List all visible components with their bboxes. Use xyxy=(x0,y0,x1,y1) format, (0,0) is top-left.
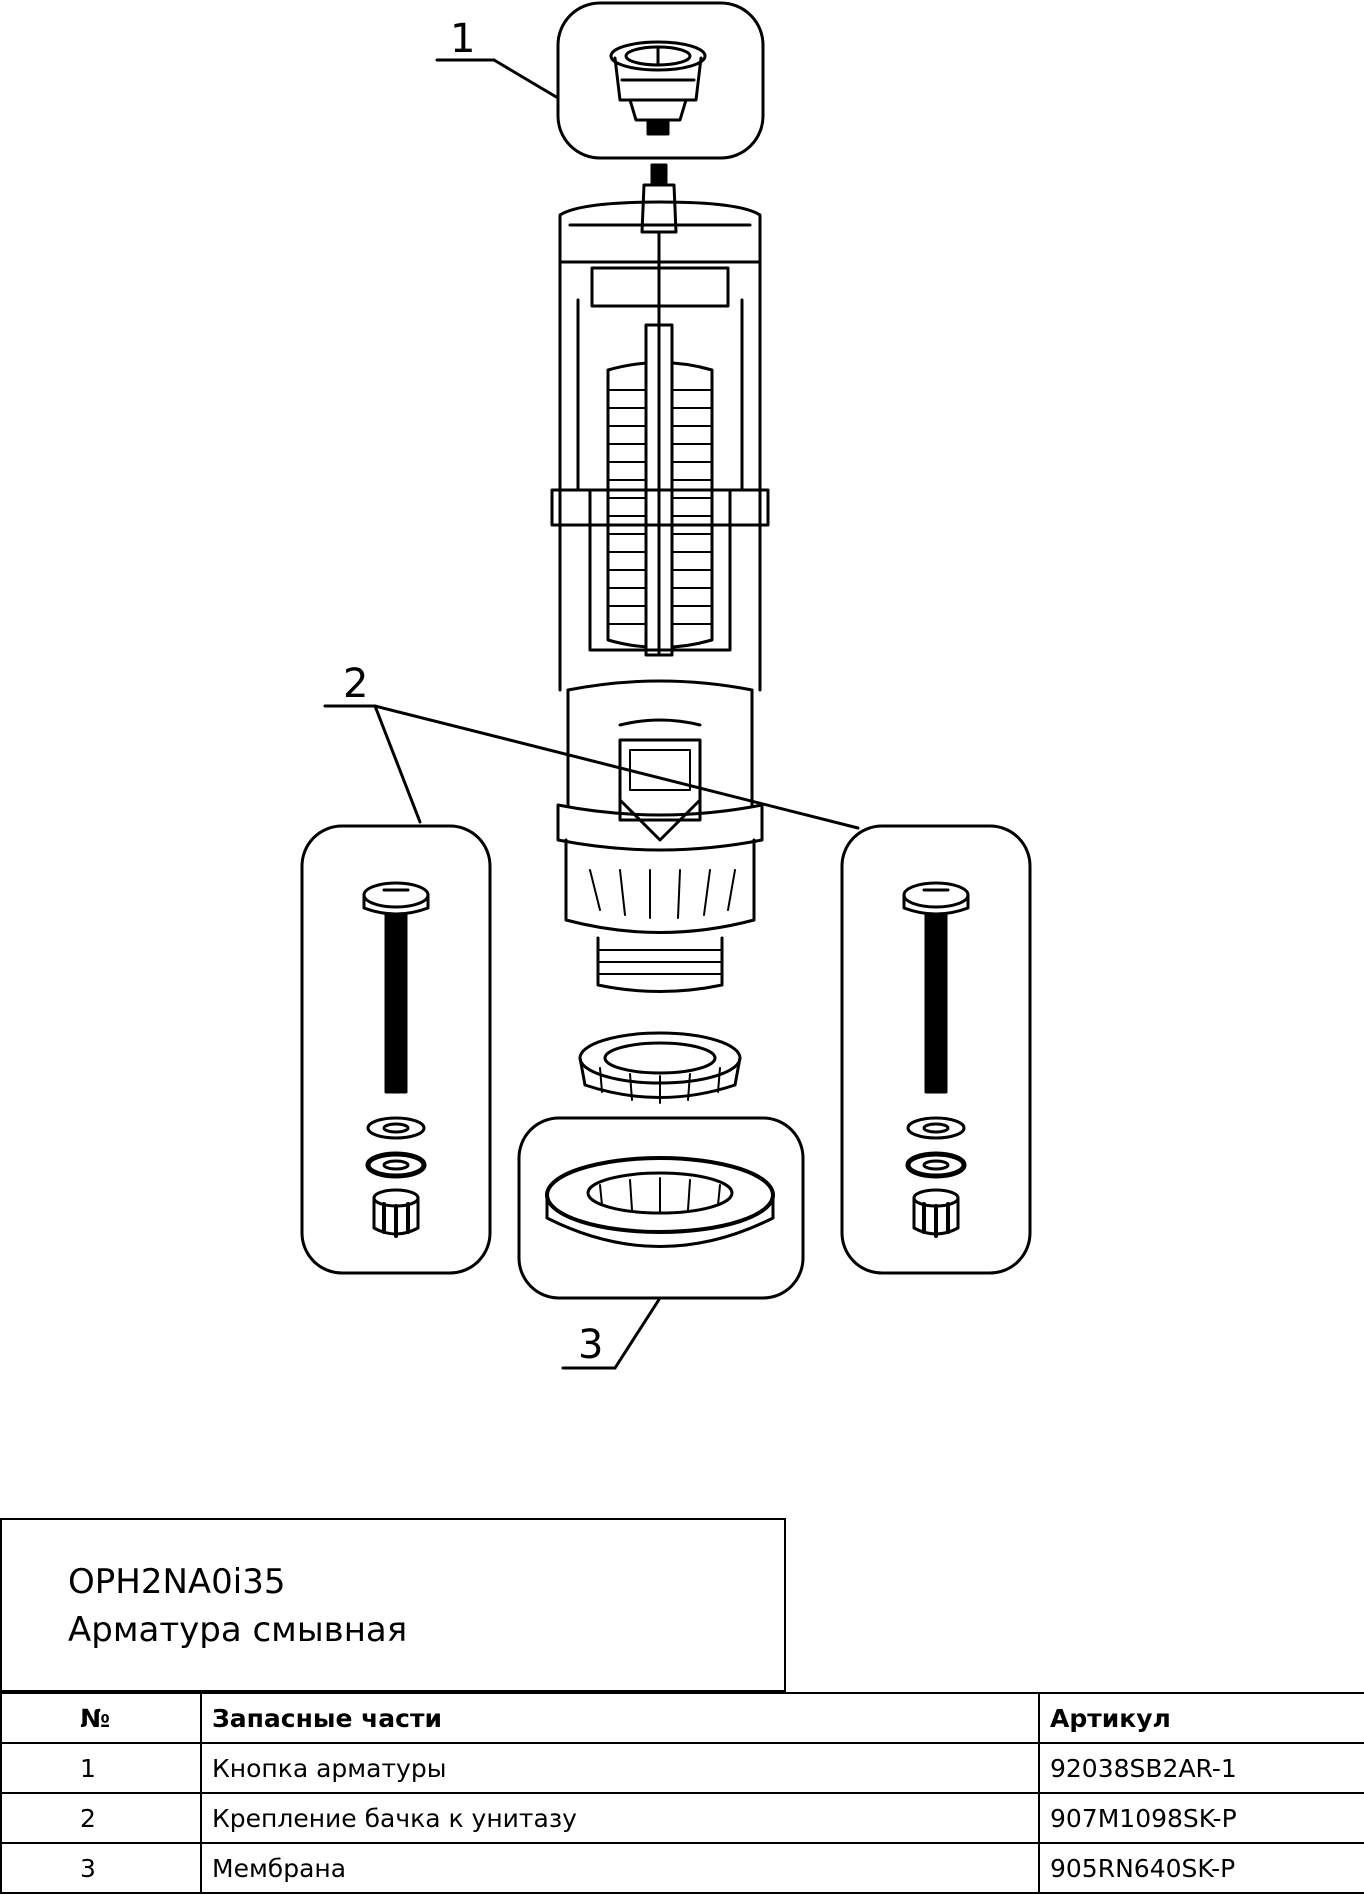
table-header-row: № Запасные части Артикул xyxy=(0,1692,1364,1744)
detail-box-button xyxy=(556,1,765,160)
header-part: Запасные части xyxy=(200,1692,1040,1744)
flush-valve-body xyxy=(550,200,770,993)
table-row: 2 Крепление бачка к унитазу 907M1098SK-P xyxy=(0,1792,1364,1844)
callout-2-label: 2 xyxy=(343,661,368,707)
callout-3: 3 xyxy=(561,1296,662,1370)
table-row: 1 Кнопка арматуры 92038SB2AR-1 xyxy=(0,1742,1364,1794)
row-article: 907M1098SK-P xyxy=(1038,1792,1364,1844)
product-name: Арматура смывная xyxy=(68,1610,408,1650)
header-article: Артикул xyxy=(1038,1692,1364,1744)
row-part: Крепление бачка к унитазу xyxy=(200,1792,1040,1844)
row-article: 92038SB2AR-1 xyxy=(1038,1742,1364,1794)
title-block xyxy=(0,1518,786,1692)
table-row: 3 Мембрана 905RN640SK-P xyxy=(0,1842,1364,1894)
spare-parts-table: № Запасные части Артикул 1 Кнопка армату… xyxy=(0,1692,1364,1894)
callout-1: 1 xyxy=(435,16,560,100)
lock-nut xyxy=(578,1031,742,1104)
callout-1-label: 1 xyxy=(450,16,475,62)
row-number: 2 xyxy=(0,1792,202,1844)
exploded-diagram: 1 xyxy=(300,1,1032,1370)
product-code: OPH2NA0i35 xyxy=(68,1562,286,1602)
callout-3-label: 3 xyxy=(578,1322,603,1368)
header-number: № xyxy=(0,1692,202,1744)
detail-box-bolt-left xyxy=(300,824,492,1275)
callout-2: 2 xyxy=(323,661,860,830)
row-part: Мембрана xyxy=(200,1842,1040,1894)
row-article: 905RN640SK-P xyxy=(1038,1842,1364,1894)
actuator-stem xyxy=(640,163,678,342)
detail-box-bolt-right xyxy=(840,824,1032,1275)
row-number: 1 xyxy=(0,1742,202,1794)
row-part: Кнопка арматуры xyxy=(200,1742,1040,1794)
detail-box-membrane xyxy=(517,1116,805,1300)
row-number: 3 xyxy=(0,1842,202,1894)
